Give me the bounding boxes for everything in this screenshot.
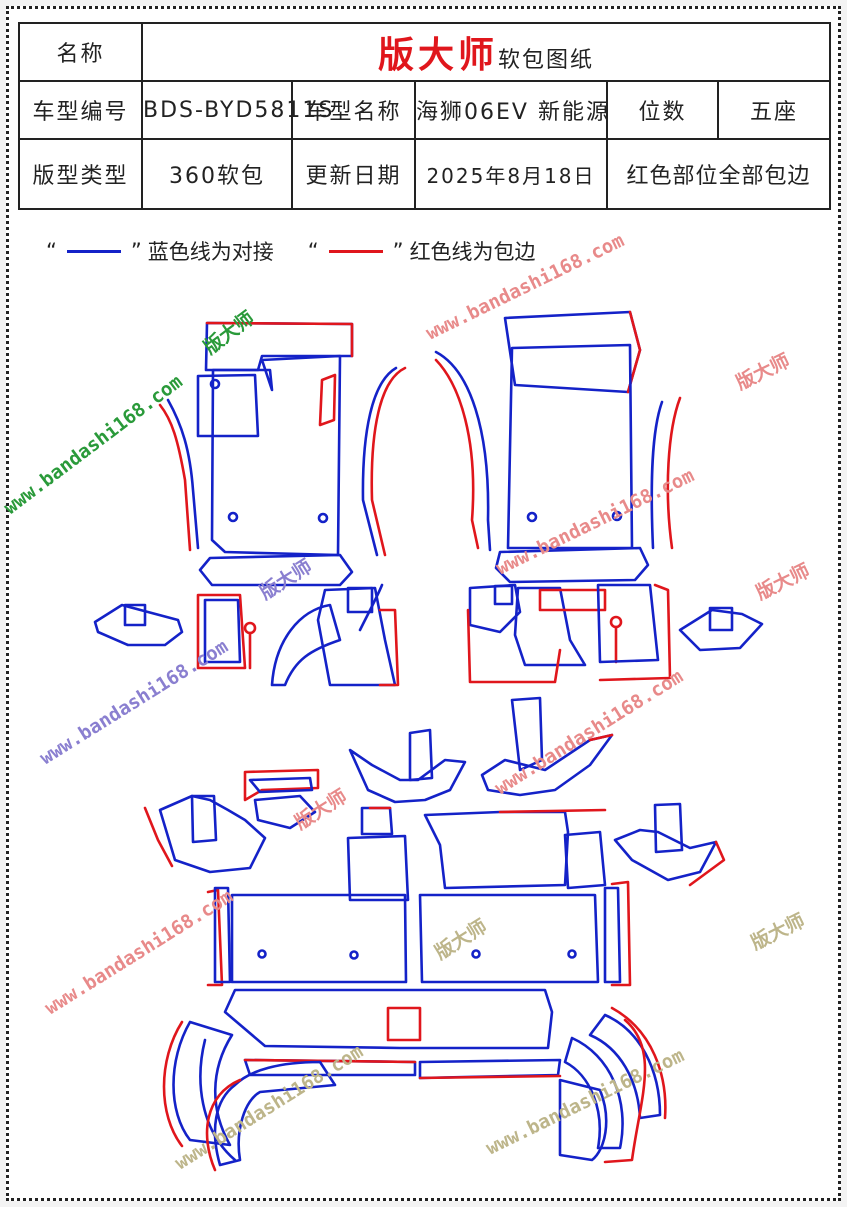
seats-label: 位数: [606, 80, 719, 140]
front-right-mat: [434, 310, 682, 584]
title-cell: 版大师软包图纸: [140, 22, 832, 82]
legend-quote-close: ”: [130, 239, 142, 263]
rear-main-mat: [206, 806, 632, 1080]
watermark-green: www.bandashi168.com: [0, 371, 187, 519]
watermark-olive-brand: 版大师: [430, 915, 491, 965]
legend-blue-text: 蓝色线为对接: [147, 240, 274, 264]
front-right-lower-pieces: [466, 583, 764, 684]
rear-wheel-arch-right: [558, 1006, 667, 1164]
watermark-pink-2-brand: 版大师: [752, 559, 813, 605]
spec-table: 名称 版大师软包图纸 车型编号 BDS-BYD5811S 车型名称 海狮06EV…: [18, 22, 832, 210]
name-label: 名称: [18, 22, 143, 82]
watermark-olive-2-brand: 版大师: [747, 909, 808, 955]
legend-blue-line: [66, 249, 121, 253]
rear-wheel-arch-left: [162, 1020, 337, 1172]
watermark-purple: www.bandashi168.com: [36, 635, 232, 769]
seats-value: 五座: [716, 80, 832, 140]
watermark-pink-3: www.bandashi168.com: [491, 665, 687, 799]
watermark-pink-4-brand: 版大师: [290, 785, 351, 835]
update-date-label: 更新日期: [291, 138, 416, 210]
watermark-purple-brand: 版大师: [255, 555, 316, 605]
front-left-mat: [158, 321, 407, 587]
legend-red-text: 红色线为包边: [409, 240, 536, 264]
model-name: 海狮06EV 新能源: [414, 80, 608, 140]
legend-quote-open: “: [46, 239, 57, 263]
model-code-label: 车型编号: [18, 80, 143, 140]
front-left-lower-pieces: [93, 583, 400, 687]
legend-quote-open-2: “: [307, 239, 319, 263]
legend: “ ” 蓝色线为对接 “ ” 红色线为包边: [40, 236, 536, 266]
brand-title: 版大师: [378, 35, 499, 76]
middle-row-pieces: [143, 696, 726, 887]
pattern-type-label: 版型类型: [18, 138, 143, 210]
watermark-pink-1: www.bandashi168.com: [423, 229, 628, 344]
update-date: 2025年8月18日: [414, 138, 608, 210]
legend-quote-close-2: ”: [392, 239, 404, 263]
watermark-pink-1-brand: 版大师: [732, 349, 793, 395]
legend-red-line: [328, 249, 383, 253]
model-name-label: 车型名称: [291, 80, 416, 140]
watermark-pink-2: www.bandashi168.com: [493, 464, 698, 579]
edge-note: 红色部位全部包边: [605, 138, 832, 210]
title-suffix: 软包图纸: [498, 48, 595, 73]
watermark-pink-4: www.bandashi168.com: [41, 885, 237, 1019]
watermarks: www.bandashi168.com 版大师 www.bandashi168.…: [0, 229, 813, 1174]
pattern-type: 360软包: [141, 138, 293, 210]
